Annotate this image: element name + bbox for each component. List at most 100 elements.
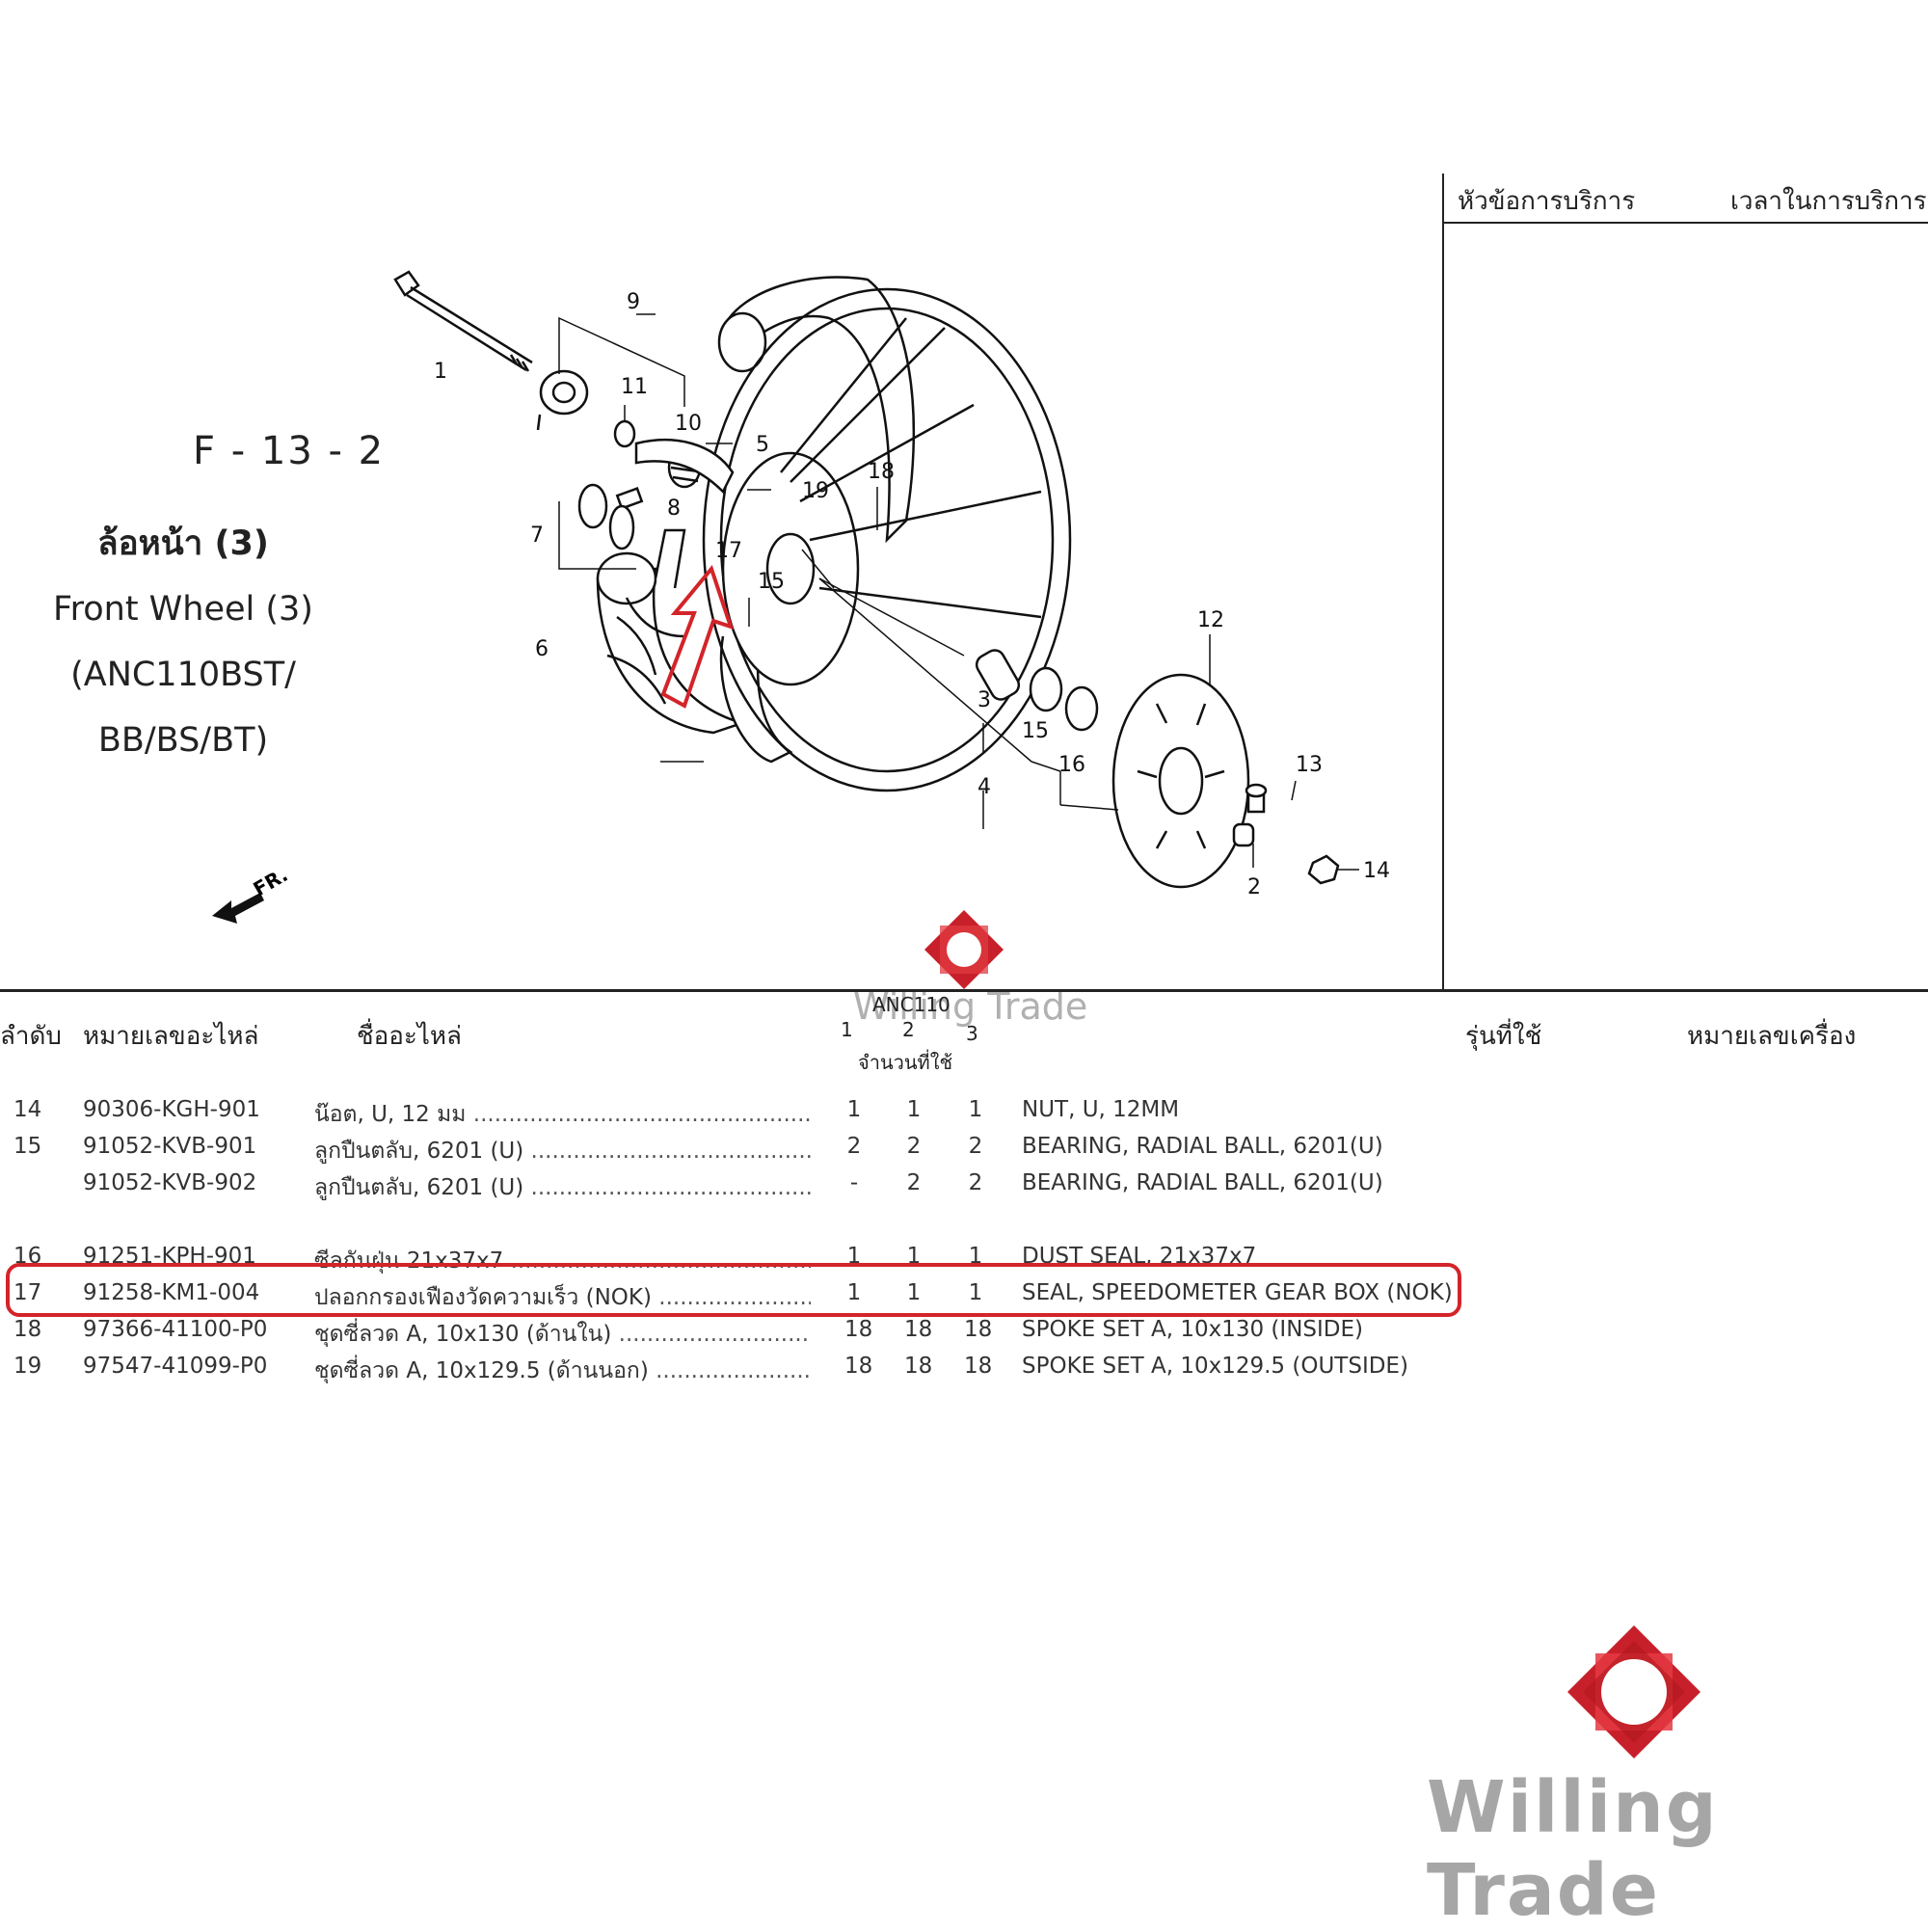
callout-14: 14 xyxy=(1363,859,1390,883)
callout-3: 3 xyxy=(977,688,991,712)
callout-9: 9 xyxy=(627,290,640,314)
models-line-1: (ANC110BST/ xyxy=(70,656,296,694)
brake-disc-part xyxy=(1111,673,1250,889)
qty-col-3: 3 xyxy=(966,1022,978,1045)
row-name-en: SEAL, SPEEDOMETER GEAR BOX (NOK) xyxy=(1022,1280,1453,1305)
callout-16: 16 xyxy=(1058,753,1085,777)
row-index: 15 xyxy=(13,1134,42,1159)
distance-collar-part xyxy=(975,649,1021,701)
col-name-header: ชื่ออะไหล่ xyxy=(357,1022,462,1051)
brake-shoe-part xyxy=(634,439,735,495)
front-label: FR. xyxy=(250,863,292,900)
row-part-no: 90306-KGH-901 xyxy=(83,1097,260,1122)
dust-seal-right-part xyxy=(1064,685,1099,732)
row-qty-3: 1 xyxy=(968,1244,983,1269)
row-qty-2: 2 xyxy=(906,1134,922,1159)
callout-15b: 15 xyxy=(1022,719,1049,743)
row-name-th: ลูกปืนตลับ, 6201 (U) xyxy=(314,1170,811,1205)
callout-18: 18 xyxy=(868,460,895,484)
brand-logo xyxy=(1562,1620,1706,1764)
callout-4: 4 xyxy=(977,775,991,799)
callout-11: 11 xyxy=(621,375,648,399)
row-name-th: ปลอกกรองเฟืองวัดความเร็ว (NOK) xyxy=(314,1280,811,1315)
row-name-en: SPOKE SET A, 10x129.5 (OUTSIDE) xyxy=(1022,1354,1408,1379)
disc-bolt-part xyxy=(1245,783,1268,814)
table-row: 18 97366-41100-P0 ชุดซี่ลวด A, 10x130 (ด… xyxy=(0,1317,1446,1354)
parts-table-top-rule xyxy=(0,989,1928,992)
service-time-header: เวลาในการบริการ xyxy=(1730,187,1927,216)
row-name-th: ลูกปืนตลับ, 6201 (U) xyxy=(314,1134,811,1168)
row-qty-3: 18 xyxy=(964,1354,993,1379)
row-name-th: ซีลกันฝุ่น 21x37x7 xyxy=(314,1244,811,1278)
callout-6: 6 xyxy=(535,637,549,661)
row-index: 14 xyxy=(13,1097,42,1122)
washer-part xyxy=(613,419,636,448)
title-thai: ล้อหน้า (3) xyxy=(97,524,269,563)
row-qty-2: 1 xyxy=(906,1097,922,1122)
qty-col-2: 2 xyxy=(902,1018,915,1041)
row-part-no: 97547-41099-P0 xyxy=(83,1354,268,1379)
qty-col-1: 1 xyxy=(841,1018,853,1041)
row-name-en: BEARING, RADIAL BALL, 6201(U) xyxy=(1022,1134,1383,1159)
callout-19: 19 xyxy=(802,479,829,503)
row-qty-1: 18 xyxy=(844,1354,873,1379)
pin-part xyxy=(615,487,644,510)
center-watermark-text: Willing Trade xyxy=(853,985,1088,1028)
row-index: 19 xyxy=(13,1354,42,1379)
front-wheel-diagram: 1 2 3 4 5 6 7 8 9 10 11 12 13 14 15 15 1… xyxy=(328,270,1390,899)
willing-trade-logo-icon xyxy=(1567,1625,1700,1758)
row-qty-2: 18 xyxy=(904,1317,933,1342)
table-row: 19 97547-41099-P0 ชุดซี่ลวด A, 10x129.5 … xyxy=(0,1354,1446,1390)
brand-logo-text: Willing Trade xyxy=(1427,1766,1719,1932)
row-part-no: 97366-41100-P0 xyxy=(83,1317,268,1342)
figure-code: F - 13 - 2 xyxy=(193,429,386,473)
model-code-header: ANC110 xyxy=(872,993,951,1016)
row-qty-3: 18 xyxy=(964,1317,993,1342)
exploded-diagram: 1 2 3 4 5 6 7 8 9 10 11 12 13 14 15 15 1… xyxy=(328,251,1407,926)
row-qty-3: 2 xyxy=(968,1134,983,1159)
row-qty-1: 1 xyxy=(846,1280,862,1305)
models-line-2: BB/BS/BT) xyxy=(97,721,269,760)
row-index: 18 xyxy=(13,1317,42,1342)
row-part-no: 91052-KVB-902 xyxy=(83,1170,257,1195)
row-qty-1: 1 xyxy=(846,1244,862,1269)
row-name-en: BEARING, RADIAL BALL, 6201(U) xyxy=(1022,1170,1383,1195)
callout-5: 5 xyxy=(756,433,769,457)
row-qty-2: 2 xyxy=(906,1170,922,1195)
highlight-arrow xyxy=(660,564,735,709)
callout-15a: 15 xyxy=(758,570,785,594)
row-qty-3: 1 xyxy=(968,1097,983,1122)
row-qty-1: - xyxy=(849,1170,859,1195)
row-part-no: 91052-KVB-901 xyxy=(83,1134,257,1159)
collar-bolt-part xyxy=(1232,822,1255,847)
callout-17: 17 xyxy=(715,539,742,563)
row-qty-1: 1 xyxy=(846,1097,862,1122)
tire-part xyxy=(719,635,793,764)
row-index: 17 xyxy=(13,1280,42,1305)
row-name-en: NUT, U, 12MM xyxy=(1022,1097,1180,1122)
row-part-no: 91258-KM1-004 xyxy=(83,1280,260,1305)
figure-title-block: ล้อหน้า (3) Front Wheel (3) (ANC110BST/ … xyxy=(39,511,328,773)
callout-2: 2 xyxy=(1247,875,1261,899)
row-name-th: ชุดซี่ลวด A, 10x129.5 (ด้านนอก) xyxy=(314,1354,811,1388)
row-name-th: น๊อต, U, 12 มม xyxy=(314,1097,811,1132)
col-part-no-header: หมายเลขอะไหล่ xyxy=(83,1022,259,1051)
table-row: 91052-KVB-902 ลูกปืนตลับ, 6201 (U) - 2 2… xyxy=(0,1170,1446,1207)
callout-13: 13 xyxy=(1296,753,1323,777)
dust-seal-part xyxy=(577,483,608,529)
table-row: 14 90306-KGH-901 น๊อต, U, 12 มม 1 1 1 NU… xyxy=(0,1097,1446,1134)
row-name-th: ชุดซี่ลวด A, 10x130 (ด้านใน) xyxy=(314,1317,811,1352)
row-qty-2: 1 xyxy=(906,1280,922,1305)
willing-trade-logo-icon xyxy=(924,910,1004,989)
row-17-highlight-box xyxy=(6,1263,1461,1317)
service-divider xyxy=(1442,174,1444,991)
col-engine-header: หมายเลขเครื่อง xyxy=(1687,1022,1857,1051)
callout-7: 7 xyxy=(530,523,544,548)
gearbox-part xyxy=(536,369,589,431)
title-english: Front Wheel (3) xyxy=(53,590,313,629)
table-row-highlighted: 17 91258-KM1-004 ปลอกกรองเฟืองวัดความเร็… xyxy=(0,1280,1453,1317)
callout-12: 12 xyxy=(1197,608,1224,632)
table-row: 15 91052-KVB-901 ลูกปืนตลับ, 6201 (U) 2 … xyxy=(0,1134,1446,1170)
bearing-right-part xyxy=(1029,666,1063,712)
row-qty-2: 1 xyxy=(906,1244,922,1269)
